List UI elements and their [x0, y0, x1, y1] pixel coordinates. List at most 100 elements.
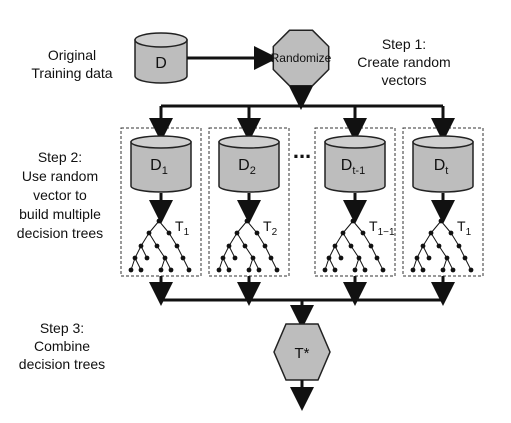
tree-node: [158, 267, 164, 273]
subset-cylinder-top: [130, 135, 192, 149]
step3-label-line1: Step 3:: [40, 320, 84, 336]
tree-edge: [148, 232, 158, 247]
step1-label-line2: Create random: [357, 54, 450, 70]
tree-edge: [342, 220, 354, 234]
tree-node: [246, 267, 252, 273]
ellipsis: ...: [293, 138, 311, 163]
tree-edge: [158, 220, 170, 234]
tree-node: [226, 267, 232, 273]
tree-node: [166, 230, 172, 236]
tree-node: [138, 267, 144, 273]
tree-node: [420, 267, 426, 273]
subset-label: D2: [238, 157, 256, 177]
tree-label: T2: [263, 218, 278, 238]
tree-edge: [342, 232, 352, 247]
tree-label: T1: [175, 218, 190, 238]
tree-node: [268, 255, 274, 261]
tree-node: [426, 255, 432, 261]
tree-node: [274, 267, 280, 273]
tree-node: [440, 267, 446, 273]
subset-label: Dt-1: [341, 157, 365, 177]
tree-node: [410, 267, 416, 273]
decision-tree-icon: [128, 218, 192, 273]
tree-edge: [246, 220, 258, 234]
tree-edge: [350, 245, 360, 259]
randomize-node: Randomize: [271, 29, 332, 87]
tree-node: [444, 255, 450, 261]
tree-node: [232, 255, 238, 261]
tree-node: [420, 243, 426, 249]
tree-node: [138, 243, 144, 249]
subset-cylinder: [218, 141, 280, 193]
tree-node: [332, 267, 338, 273]
tree-node: [338, 255, 344, 261]
subset-cylinder-top: [218, 135, 280, 149]
tree-node: [350, 218, 356, 224]
step3-label-line2: Combine: [34, 338, 90, 354]
original-label-line1: Original: [48, 47, 96, 63]
step2-label-line1: Step 2:: [38, 149, 82, 165]
randomize-label: Randomize: [271, 51, 332, 65]
tree-node: [352, 267, 358, 273]
tree-node: [326, 255, 332, 261]
combined-tree-node: T*: [273, 323, 331, 381]
tree-node: [186, 267, 192, 273]
tree-edge: [422, 232, 432, 247]
step1-label-line3: vectors: [381, 72, 426, 88]
tree-edge: [156, 245, 166, 259]
tree-edge: [236, 232, 246, 247]
tree-edge: [236, 220, 248, 234]
tree-node: [250, 255, 256, 261]
tree-node: [414, 255, 420, 261]
tree-edge: [148, 220, 160, 234]
subset-cylinder: [324, 141, 386, 193]
tree-node: [322, 267, 328, 273]
tree-node: [368, 243, 374, 249]
subset-label: Dt: [434, 157, 449, 177]
tree-node: [262, 243, 268, 249]
tree-node: [380, 267, 386, 273]
tree-node: [348, 243, 354, 249]
tree-node: [180, 255, 186, 261]
tree-node: [428, 230, 434, 236]
tree-node: [468, 267, 474, 273]
tree-node: [216, 267, 222, 273]
tree-node: [174, 243, 180, 249]
tree-edge: [352, 220, 364, 234]
tree-node: [128, 267, 134, 273]
tree-edge: [438, 245, 448, 259]
tree-node: [462, 255, 468, 261]
step2-label-line3: vector to: [33, 187, 87, 203]
tree-node: [438, 218, 444, 224]
decision-tree-icon: [322, 218, 386, 273]
decision-tree-icon: [410, 218, 474, 273]
subset-cylinder: [130, 141, 192, 193]
tree-edge: [168, 232, 178, 247]
tree-node: [332, 243, 338, 249]
tree-node: [340, 230, 346, 236]
tree-edge: [228, 232, 238, 247]
tree-node: [256, 267, 262, 273]
dataset-label: D: [155, 55, 167, 72]
tree-label: T1: [457, 218, 472, 238]
step2-label-line2: Use random: [22, 168, 98, 184]
step3-label-line3: decision trees: [19, 356, 105, 372]
tree-node: [168, 267, 174, 273]
tree-node: [448, 230, 454, 236]
dataset-node: D: [134, 32, 188, 84]
step1-label-line1: Step 1:: [382, 36, 426, 52]
tree-edge: [140, 232, 150, 247]
tree-node: [436, 243, 442, 249]
tree-node: [220, 255, 226, 261]
tree-node: [162, 255, 168, 261]
subset-label: D1: [150, 157, 168, 177]
tree-edge: [430, 220, 442, 234]
decision-tree-icon: [216, 218, 280, 273]
step2-label-line5: decision trees: [17, 225, 103, 241]
tree-edge: [362, 232, 372, 247]
tree-node: [226, 243, 232, 249]
subset-cylinder-top: [412, 135, 474, 149]
tree-node: [132, 255, 138, 261]
tree-label: T1−1: [369, 218, 395, 238]
